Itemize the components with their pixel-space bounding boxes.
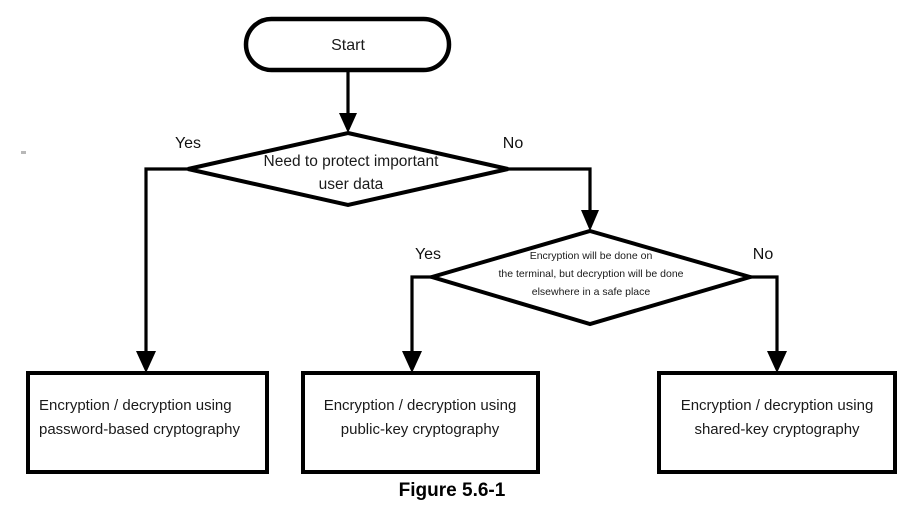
node-process-public-key[interactable]: Encryption / decryption using public-key…	[301, 371, 540, 474]
arrow-head-icon	[136, 351, 156, 373]
process1-label-line1: Encryption / decryption using	[39, 397, 232, 414]
arrow-head-icon	[767, 351, 787, 373]
process1-shape	[26, 371, 269, 474]
connector-line	[410, 275, 432, 361]
figure-caption: Figure 5.6-1	[399, 480, 506, 501]
decision2-label-line2: the terminal, but decryption will be don…	[498, 268, 683, 280]
decision1-label-line2: user data	[319, 176, 384, 193]
connector-line	[144, 167, 188, 361]
process2-shape	[301, 371, 540, 474]
connector-decision1-no-to-decision2	[508, 167, 599, 231]
process3-label-line1: Encryption / decryption using	[681, 397, 874, 414]
decision2-label-line3: elsewhere in a safe place	[532, 286, 651, 298]
arrow-head-icon	[402, 351, 422, 373]
decision2-no-label: No	[753, 246, 774, 263]
process1-label-line2: password-based cryptography	[39, 421, 240, 438]
arrow-head-icon	[339, 113, 357, 133]
node-process-shared-key[interactable]: Encryption / decryption using shared-key…	[657, 371, 897, 474]
node-process-password-based[interactable]: Encryption / decryption using password-b…	[26, 371, 269, 474]
connector-decision2-yes-to-process2	[402, 275, 432, 373]
decision2-yes-label: Yes	[415, 246, 441, 263]
connector-decision2-no-to-process3	[750, 275, 787, 373]
connector-line	[750, 275, 779, 361]
arrow-head-icon	[581, 210, 599, 231]
decision2-shape	[424, 228, 758, 327]
node-decision-encryption-location[interactable]: Encryption will be done on the terminal,…	[424, 228, 758, 327]
decision2-label-line1: Encryption will be done on	[530, 250, 653, 262]
connector-start-to-decision1	[339, 70, 357, 133]
start-label: Start	[331, 37, 365, 54]
decision1-no-label: No	[503, 135, 524, 152]
decision1-yes-label: Yes	[175, 135, 201, 152]
connector-decision1-yes-to-process1	[136, 167, 188, 373]
node-decision-protect-user-data[interactable]: Need to protect important user data	[187, 130, 509, 208]
node-start[interactable]: Start	[243, 16, 452, 73]
scan-speck	[21, 151, 26, 154]
decision1-label-line1: Need to protect important	[264, 153, 440, 170]
process3-shape	[657, 371, 897, 474]
connector-line	[508, 167, 592, 219]
process2-label-line1: Encryption / decryption using	[324, 397, 517, 414]
process3-label-line2: shared-key cryptography	[694, 421, 860, 438]
process2-label-line2: public-key cryptography	[341, 421, 500, 438]
decision1-shape	[187, 130, 509, 208]
